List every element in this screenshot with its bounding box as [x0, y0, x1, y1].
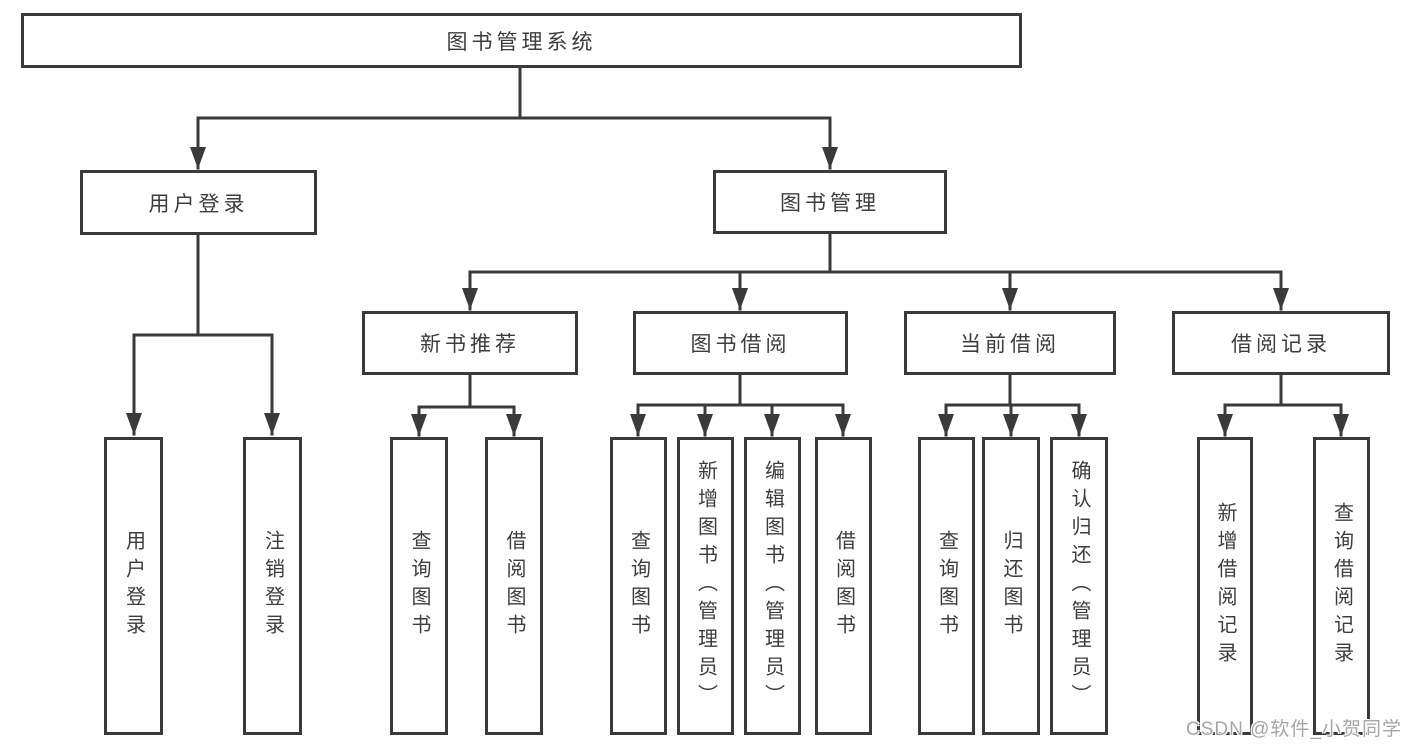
connector-new-book-children	[411, 373, 522, 437]
leaf-recommend-borrow-books-label: 借阅图书	[503, 530, 525, 642]
leaf-records-query-record-label: 查询借阅记录	[1330, 502, 1353, 670]
leaf-current-return-books-label: 归还图书	[1000, 530, 1022, 642]
leaf-records-add-record-label: 新增借阅记录	[1214, 502, 1236, 670]
node-book-management: 图书管理	[713, 170, 947, 234]
connector-book-borrow-children	[630, 373, 851, 437]
connector-root-to-level2	[190, 65, 838, 170]
leaf-current-query-books-label: 查询图书	[935, 530, 958, 642]
node-borrow-records: 借阅记录	[1172, 311, 1390, 375]
watermark: CSDN @软件_小贺同学	[1186, 719, 1402, 740]
connector-user-login-children	[126, 233, 280, 436]
leaf-borrow-add-books-admin: 新增图书（管理员）	[677, 437, 734, 735]
leaf-recommend-borrow-books: 借阅图书	[485, 437, 543, 735]
leaf-recommend-query-books: 查询图书	[390, 437, 448, 735]
leaf-logout-login: 注销登录	[243, 437, 302, 735]
leaf-current-confirm-return-admin: 确认归还（管理员）	[1050, 437, 1108, 735]
node-current-borrow: 当前借阅	[904, 311, 1116, 375]
leaf-borrow-borrow-books-label: 借阅图书	[832, 530, 855, 642]
leaf-borrow-query-books: 查询图书	[610, 437, 667, 735]
node-user-login: 用户登录	[80, 170, 317, 235]
leaf-borrow-edit-books-admin: 编辑图书（管理员）	[744, 437, 801, 735]
leaf-current-return-books: 归还图书	[982, 437, 1040, 735]
node-new-book-recommend: 新书推荐	[362, 311, 578, 375]
leaf-borrow-add-books-admin-label: 新增图书（管理员）	[694, 460, 717, 712]
leaf-records-add-record: 新增借阅记录	[1197, 437, 1253, 735]
connector-book-management-children	[462, 232, 1289, 311]
leaf-logout-login-label: 注销登录	[261, 530, 284, 642]
leaf-user-login-label: 用户登录	[122, 530, 145, 642]
leaf-current-query-books: 查询图书	[918, 437, 975, 735]
connector-borrow-records-children	[1217, 373, 1349, 437]
leaf-borrow-query-books-label: 查询图书	[627, 530, 650, 642]
connector-current-borrow-children	[938, 373, 1087, 437]
leaf-borrow-edit-books-admin-label: 编辑图书（管理员）	[761, 460, 784, 712]
node-root: 图书管理系统	[21, 13, 1022, 68]
leaf-records-query-record: 查询借阅记录	[1313, 437, 1370, 735]
leaf-current-confirm-return-admin-label: 确认归还（管理员）	[1068, 460, 1090, 712]
node-book-borrow: 图书借阅	[633, 311, 848, 375]
leaf-recommend-query-books-label: 查询图书	[408, 530, 430, 642]
leaf-borrow-borrow-books: 借阅图书	[815, 437, 872, 735]
leaf-user-login: 用户登录	[104, 437, 163, 735]
